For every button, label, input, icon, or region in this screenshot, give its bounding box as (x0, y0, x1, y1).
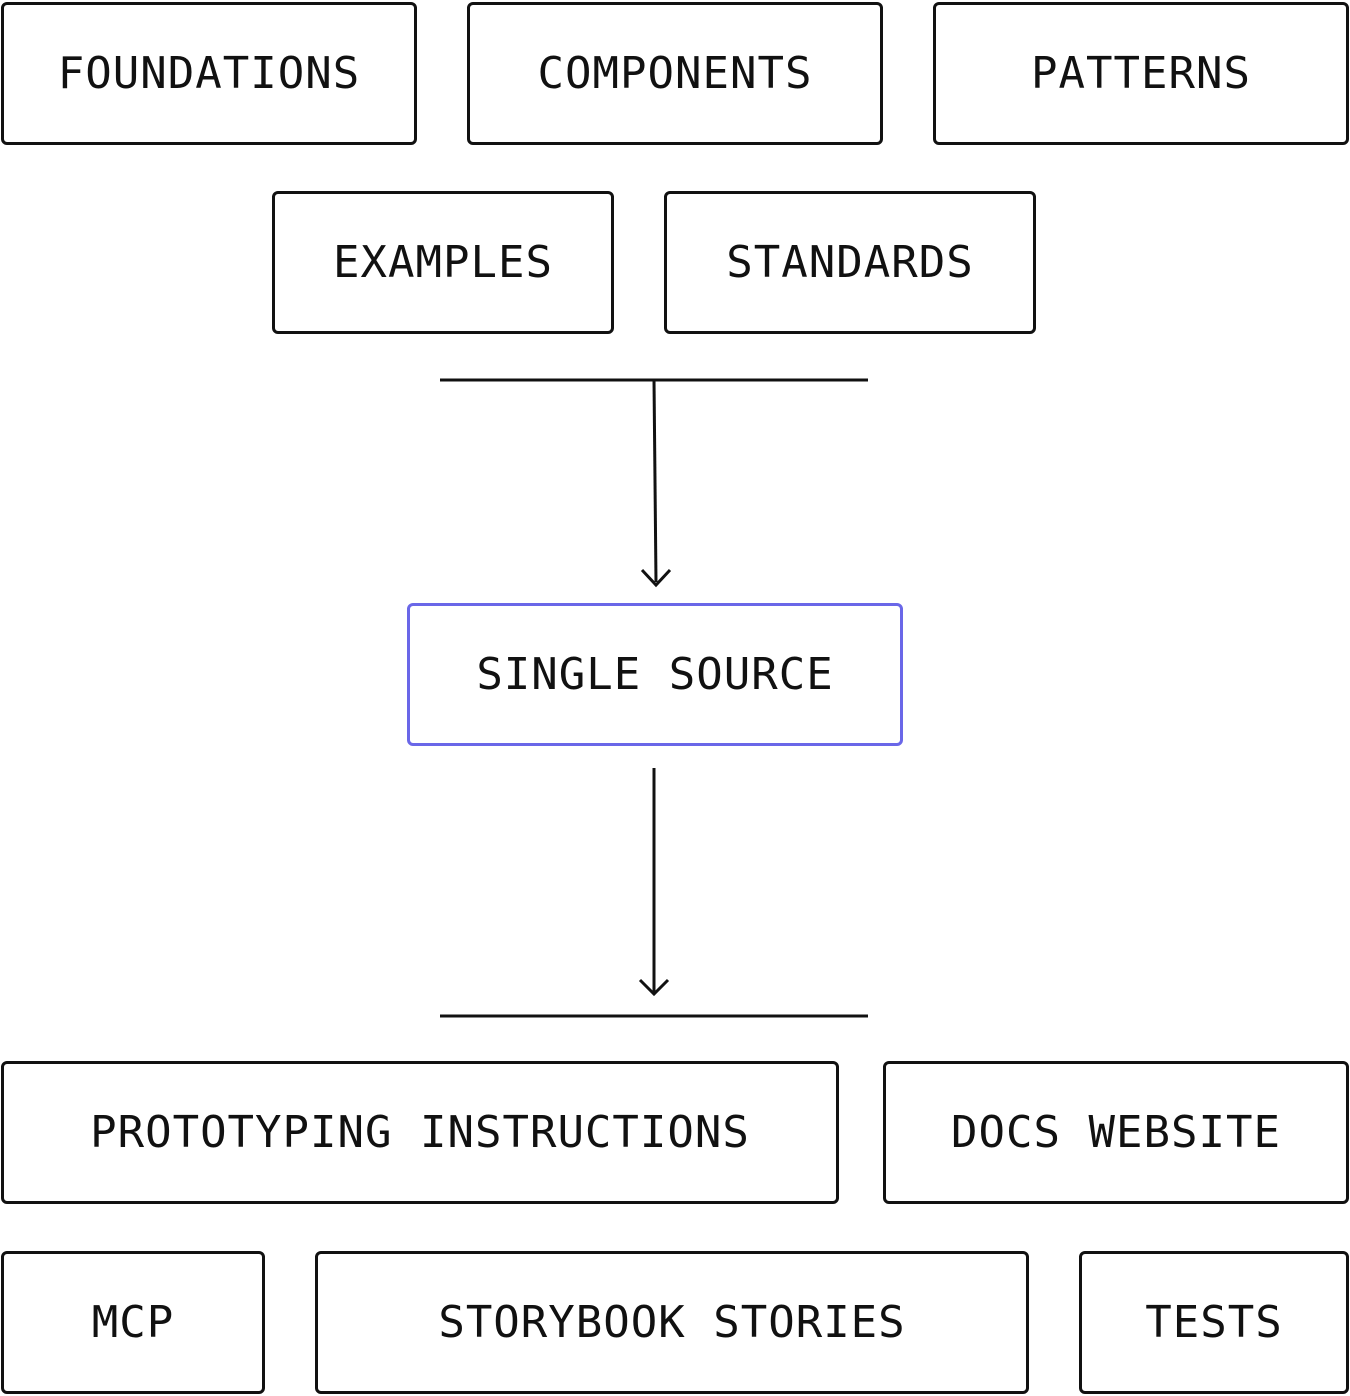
mcp-label: MCP (91, 1297, 175, 1348)
examples-box: EXAMPLES (272, 191, 614, 334)
standards-box: STANDARDS (664, 191, 1036, 334)
mcp-box: MCP (1, 1251, 265, 1394)
tests-label: TESTS (1145, 1297, 1283, 1348)
single-source-box: SINGLE SOURCE (407, 603, 903, 746)
docs-website-label: DOCS WEBSITE (951, 1107, 1281, 1158)
single-source-label: SINGLE SOURCE (476, 649, 834, 700)
prototyping-instructions-label: PROTOTYPING INSTRUCTIONS (90, 1107, 750, 1158)
examples-label: EXAMPLES (333, 237, 553, 288)
patterns-label: PATTERNS (1031, 48, 1251, 99)
prototyping-instructions-box: PROTOTYPING INSTRUCTIONS (1, 1061, 839, 1204)
storybook-stories-box: STORYBOOK STORIES (315, 1251, 1029, 1394)
docs-website-box: DOCS WEBSITE (883, 1061, 1349, 1204)
patterns-box: PATTERNS (933, 2, 1349, 145)
foundations-box: FOUNDATIONS (1, 2, 417, 145)
components-box: COMPONENTS (467, 2, 883, 145)
arrow-to-source-head (640, 568, 672, 588)
tests-box: TESTS (1079, 1251, 1349, 1394)
storybook-stories-label: STORYBOOK STORIES (438, 1297, 906, 1348)
components-label: COMPONENTS (537, 48, 813, 99)
arrow-to-source-shaft (652, 379, 658, 583)
arrow-from-source-head (638, 978, 670, 997)
foundations-label: FOUNDATIONS (57, 48, 361, 99)
standards-label: STANDARDS (726, 237, 974, 288)
